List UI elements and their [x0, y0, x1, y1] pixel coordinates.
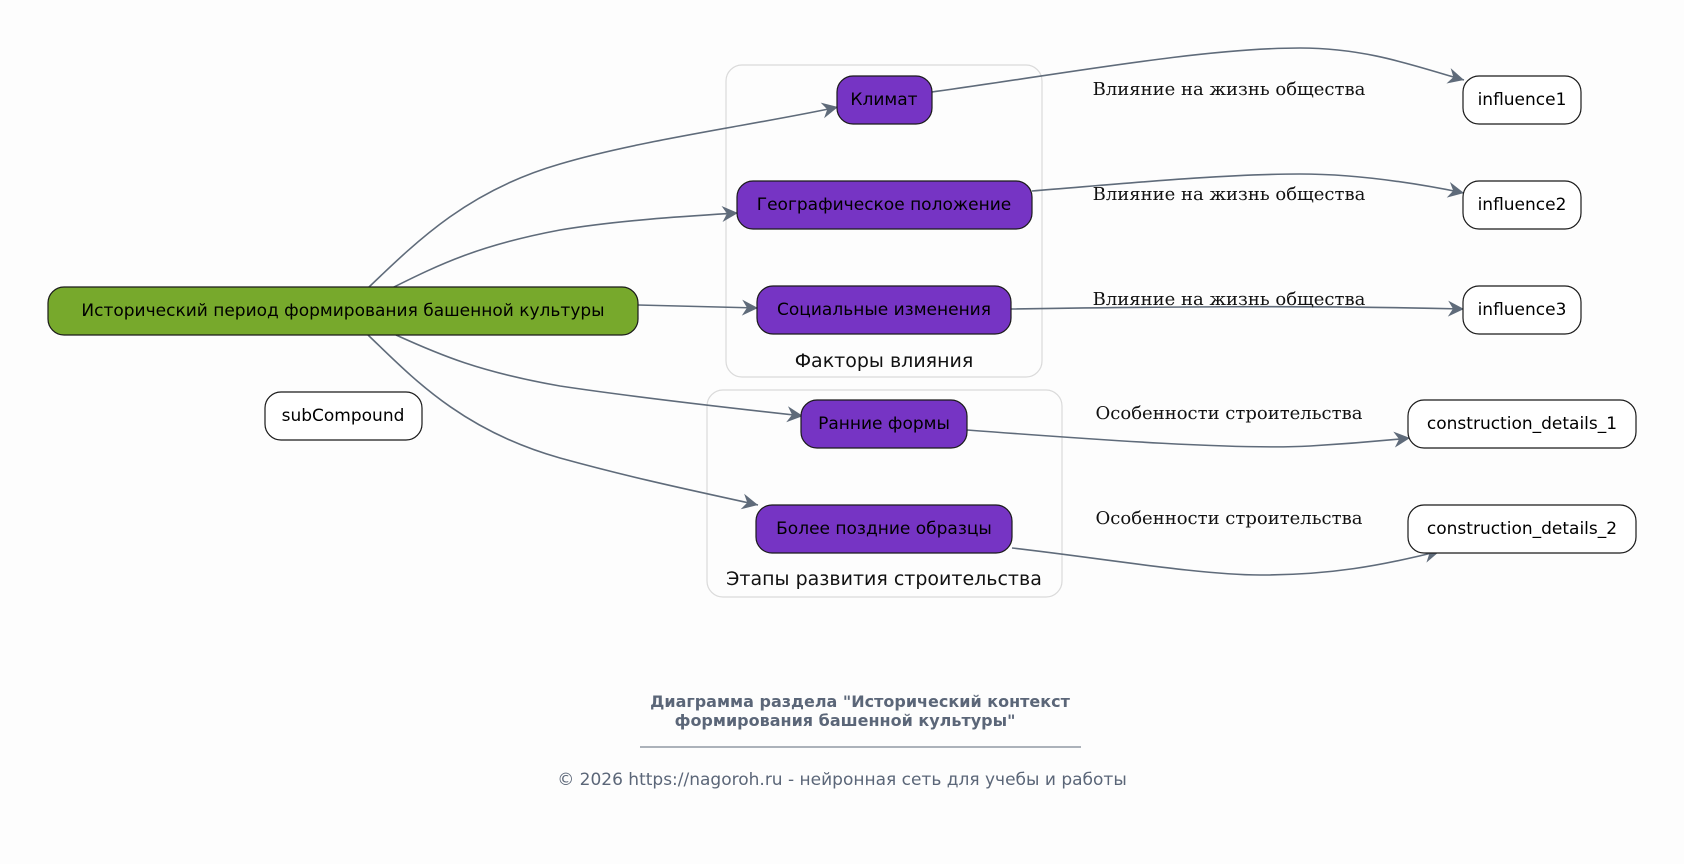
edge-label-details1: Особенности строительства — [1096, 403, 1363, 424]
node-early-label: Ранние формы — [818, 414, 950, 434]
node-geo-label: Географическое положение — [757, 195, 1012, 215]
node-influence3[interactable]: influence3 — [1462, 285, 1582, 335]
footer-copyright[interactable]: © 2026 https://nagoroh.ru - нейронная се… — [557, 770, 1127, 790]
edge-label-influence2: Влияние на жизнь общества — [1093, 184, 1366, 205]
edge-label-influence3: Влияние на жизнь общества — [1093, 289, 1366, 310]
node-construction-details-2[interactable]: construction_details_2 — [1407, 504, 1637, 554]
node-social-label: Социальные изменения — [777, 300, 991, 320]
cluster-stages-label: Этапы развития строительства — [726, 568, 1042, 590]
edge-early-details1[interactable] — [966, 429, 1411, 448]
edge-late-details2[interactable] — [1011, 547, 1441, 576]
node-early[interactable]: Ранние формы — [800, 399, 968, 449]
node-construction-details-1[interactable]: construction_details_1 — [1407, 399, 1637, 449]
edge-root-early[interactable] — [395, 334, 804, 423]
node-construction-details-1-label: construction_details_1 — [1427, 414, 1617, 434]
node-social[interactable]: Социальные изменения — [756, 285, 1012, 335]
node-construction-details-2-label: construction_details_2 — [1427, 519, 1617, 539]
edge-root-social[interactable] — [637, 299, 759, 316]
cluster-factors-label: Факторы влияния — [795, 350, 974, 372]
edge-social-influence3[interactable] — [1010, 300, 1465, 317]
edge-label-influence1: Влияние на жизнь общества — [1093, 79, 1366, 100]
node-climate[interactable]: Климат — [836, 75, 933, 125]
edge-climate-influence1[interactable] — [931, 47, 1465, 93]
footer-title-line2: формирования башенной культуры" — [675, 711, 1016, 730]
node-late-label: Более поздние образцы — [776, 519, 992, 539]
edge-label-details2: Особенности строительства — [1096, 508, 1363, 529]
node-climate-label: Климат — [850, 90, 917, 110]
node-influence1[interactable]: influence1 — [1462, 75, 1582, 125]
node-root-label: Исторический период формирования башенно… — [81, 301, 604, 321]
node-influence1-label: influence1 — [1478, 90, 1567, 110]
edge-geo-influence2[interactable] — [1031, 173, 1465, 198]
node-subcompound-label: subCompound — [282, 406, 405, 426]
node-geo[interactable]: Географическое положение — [736, 180, 1033, 230]
footer-title-line1: Диаграмма раздела "Исторический контекст — [650, 692, 1070, 711]
node-root[interactable]: Исторический период формирования башенно… — [47, 286, 639, 336]
node-late[interactable]: Более поздние образцы — [755, 504, 1013, 554]
edge-root-late[interactable] — [367, 334, 759, 510]
edge-root-geo[interactable] — [391, 206, 739, 289]
node-influence2[interactable]: influence2 — [1462, 180, 1582, 230]
node-subcompound[interactable]: subCompound — [264, 391, 423, 441]
node-influence2-label: influence2 — [1478, 195, 1567, 215]
edges — [367, 47, 1465, 576]
footer: Диаграмма раздела "Исторический контекст… — [557, 692, 1127, 790]
node-influence3-label: influence3 — [1478, 300, 1567, 320]
edge-root-climate[interactable] — [367, 102, 839, 289]
